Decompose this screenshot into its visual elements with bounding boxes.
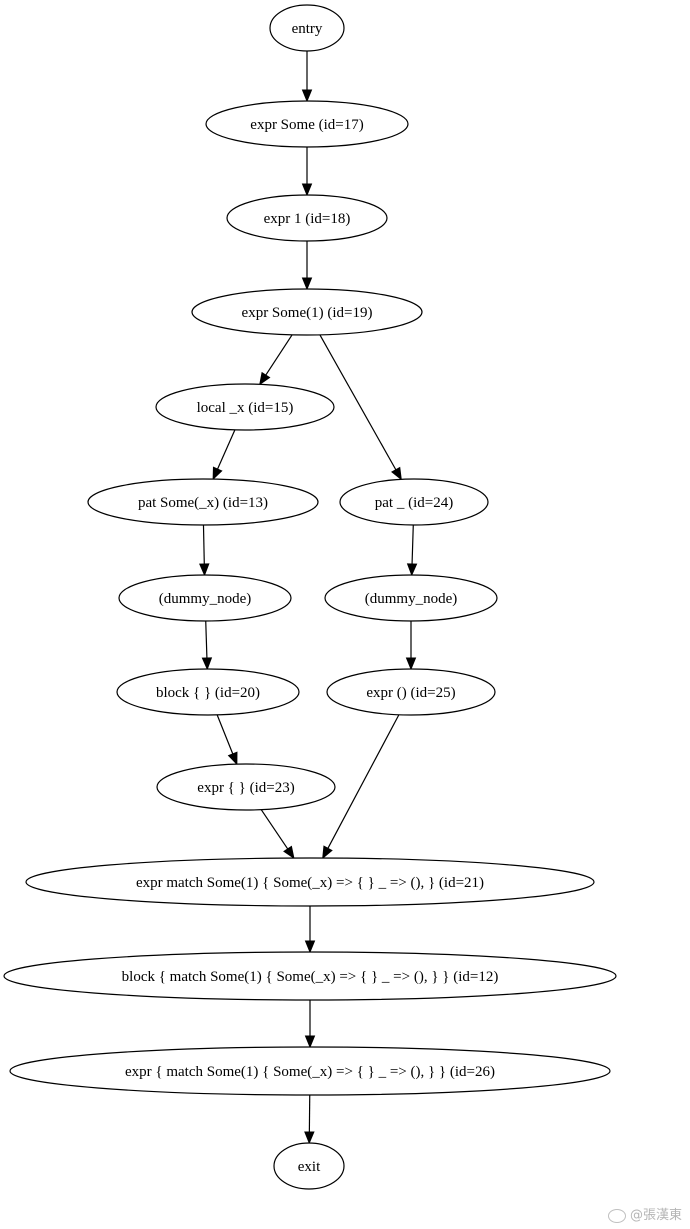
node-ellipse [156,763,336,811]
edge-line [265,334,293,376]
node-label: expr 1 (id=18) [264,211,351,227]
graph-node-n17: expr Some (id=17) [205,100,409,148]
edge-arrow [199,524,210,577]
edge-arrow [301,51,313,103]
arrowhead [406,563,418,577]
edge-arrow [406,524,418,577]
arrowhead [304,1131,315,1145]
graph-node-dummyL: (dummy_node) [118,574,292,622]
node-label: expr { match Some(1) { Some(_x) => { } _… [125,1064,495,1080]
node-ellipse [87,478,319,526]
edge-arrow [301,241,313,291]
graph-node-n15: local _x (id=15) [155,383,335,431]
edge-line [216,714,234,755]
graph-node-n24: pat _ (id=24) [339,478,489,526]
edge-arrow [260,809,295,860]
node-ellipse [118,574,292,622]
arrowhead [201,657,213,671]
node-ellipse [324,574,498,622]
arrowhead [301,183,313,197]
node-ellipse [339,478,489,526]
arrowhead [283,845,295,860]
node-ellipse [191,288,423,336]
edge-arrow [319,334,402,481]
graph-node-n26: expr { match Some(1) { Some(_x) => { } _… [9,1046,611,1096]
node-ellipse [205,100,409,148]
weibo-icon [607,1208,626,1223]
node-label: expr { } (id=23) [197,780,294,796]
node-ellipse [116,668,300,716]
edge-arrow [322,714,400,860]
edge-arrow [304,1094,315,1145]
arrowhead [259,371,271,386]
node-label: entry [292,21,323,37]
graph-node-exit: exit [273,1142,345,1190]
arrowhead [212,466,223,481]
edge-arrow [301,147,313,197]
arrowhead [304,1035,316,1049]
graph-node-dummyR: (dummy_node) [324,574,498,622]
watermark-text: @張漢東 [629,1208,682,1223]
arrowhead [304,940,316,954]
node-label: (dummy_node) [159,591,251,607]
edge-arrow [405,621,417,671]
node-ellipse [9,1046,611,1096]
graph-node-n19: expr Some(1) (id=19) [191,288,423,336]
node-label: (dummy_node) [365,591,457,607]
node-label: expr Some(1) (id=19) [242,305,373,321]
node-ellipse [155,383,335,431]
edge-line [205,620,208,659]
node-label: block { } (id=20) [156,685,260,701]
graph-node-n13: pat Some(_x) (id=13) [87,478,319,526]
arrowhead [227,751,238,766]
node-label: exit [298,1159,321,1175]
node-ellipse [269,4,345,52]
node-label: expr match Some(1) { Some(_x) => { } _ =… [136,875,484,891]
graph-node-n12: block { match Some(1) { Some(_x) => { } … [3,951,617,1001]
arrowhead [322,845,333,860]
graph-node-n25: expr () (id=25) [326,668,496,716]
graph-node-n23: expr { } (id=23) [156,763,336,811]
arrowhead [405,657,417,671]
node-ellipse [226,194,388,242]
node-ellipse [3,951,617,1001]
node-ellipse [273,1142,345,1190]
edge-arrow [212,429,236,481]
node-label: expr Some (id=17) [250,117,363,133]
arrowhead [301,89,313,103]
node-label: pat Some(_x) (id=13) [138,495,268,511]
arrowhead [301,277,313,291]
node-ellipse [326,668,496,716]
node-label: expr () (id=25) [366,685,455,701]
edge-arrow [304,906,316,954]
edges-layer [199,51,418,1145]
edge-line [260,809,289,850]
edge-line [217,429,236,470]
graph-node-n20: block { } (id=20) [116,668,300,716]
graph-node-entry: entry [269,4,345,52]
node-ellipse [25,857,595,907]
edge-line [202,524,205,565]
node-label: block { match Some(1) { Some(_x) => { } … [122,969,499,985]
nodes-layer: entry expr Some (id=17) expr 1 (id=18) expr… [3,4,617,1190]
edge-line [319,334,397,471]
graph-node-n21: expr match Some(1) { Some(_x) => { } _ =… [25,857,595,907]
arrowhead [391,466,402,481]
edge-line [411,524,414,565]
node-label: local _x (id=15) [197,400,294,416]
edge-arrow [216,714,238,766]
arrowhead [199,563,210,577]
edge-arrow [259,334,293,386]
edge-arrow [304,1000,316,1049]
edge-arrow [201,620,213,671]
edge-line [327,714,400,849]
node-label: pat _ (id=24) [375,495,453,511]
graph-node-n18: expr 1 (id=18) [226,194,388,242]
watermark: @張漢東 [607,1204,682,1223]
